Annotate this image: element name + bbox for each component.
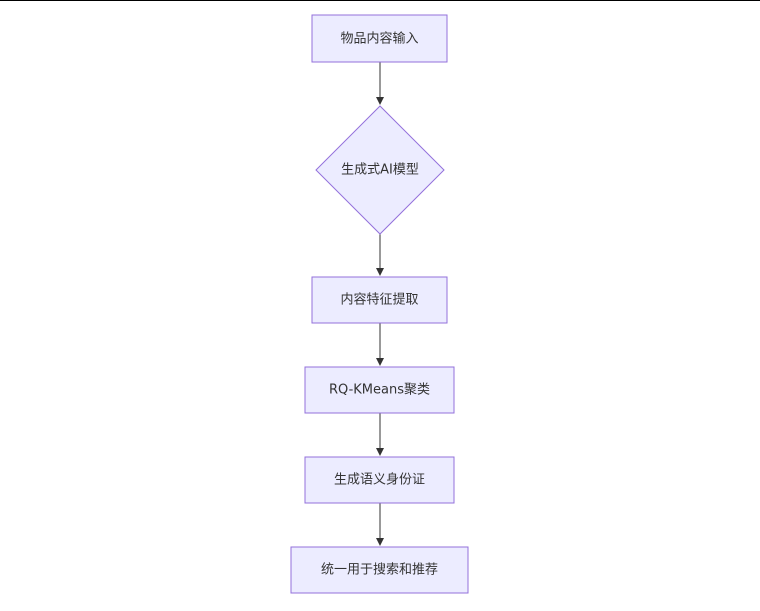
node-box	[304, 366, 455, 414]
node-extract[interactable]: 内容特征提取	[311, 276, 448, 324]
node-box	[311, 14, 448, 63]
node-label: 物品内容输入	[340, 31, 418, 47]
decision-diamond	[315, 105, 445, 235]
node-label: 生成式AI模型	[341, 163, 419, 178]
arrowhead-icon	[376, 448, 384, 456]
node-model[interactable]: 生成式AI模型	[315, 105, 445, 235]
edge-input-to-model	[376, 62, 384, 105]
top-border-line	[0, 0, 760, 1]
node-unified[interactable]: 统一用于搜索和推荐	[290, 546, 469, 594]
edge-cluster-to-semantic-id	[376, 413, 384, 456]
edge-semantic-id-to-unified	[376, 503, 384, 546]
arrowhead-icon	[376, 538, 384, 546]
node-semantic-id[interactable]: 生成语义身份证	[304, 456, 455, 504]
node-label: 生成语义身份证	[334, 472, 425, 488]
edge-extract-to-cluster	[376, 323, 384, 366]
node-input[interactable]: 物品内容输入	[311, 14, 448, 63]
node-box	[290, 546, 469, 594]
node-box	[311, 276, 448, 324]
arrowhead-icon	[376, 358, 384, 366]
node-label: 内容特征提取	[340, 292, 418, 308]
node-cluster[interactable]: RQ-KMeans聚类	[304, 366, 455, 414]
node-box	[304, 456, 455, 504]
arrowhead-icon	[376, 268, 384, 276]
edge-model-to-extract	[376, 233, 384, 276]
arrowhead-icon	[376, 97, 384, 105]
edges	[376, 62, 384, 546]
node-label: 统一用于搜索和推荐	[321, 563, 438, 578]
node-label: RQ-KMeans聚类	[329, 383, 430, 398]
